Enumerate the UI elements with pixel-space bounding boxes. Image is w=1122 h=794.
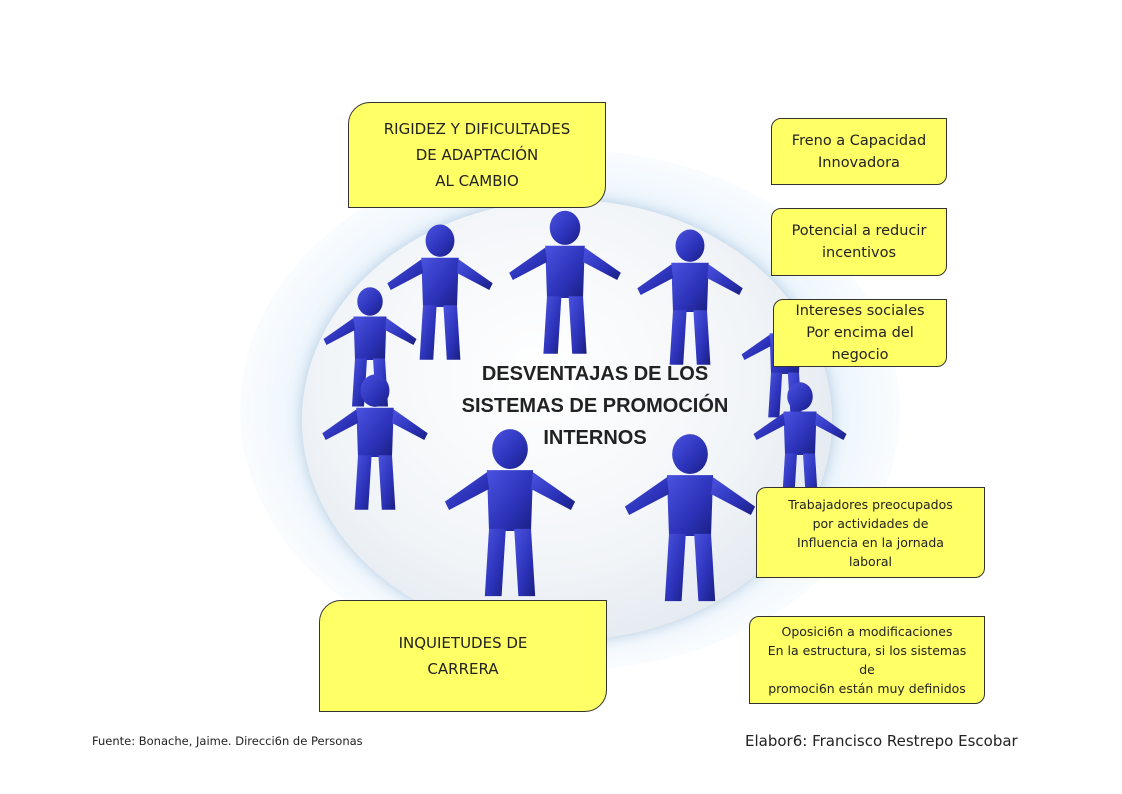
- figure-left-lower: [322, 374, 428, 510]
- figure-back-center: [509, 210, 621, 354]
- box-freno: Freno a Capacidad Innovadora: [771, 118, 947, 185]
- figure-front-left: [444, 429, 576, 597]
- box-rigidez: RIGIDEZ Y DIFICULTADES DE ADAPTACIÓN AL …: [348, 102, 606, 208]
- box-intereses: Intereses sociales Por encima del negoci…: [773, 299, 947, 367]
- source-note: Fuente: Bonache, Jaime. Direcci6n de Per…: [92, 734, 363, 748]
- figure-back-right: [637, 229, 743, 365]
- box-trabajadores: Trabajadores preocupados por actividades…: [756, 487, 985, 578]
- author-note: Elabor6: Francisco Restrepo Escobar: [745, 732, 1018, 750]
- diagram-title: DESVENTAJAS DE LOS SISTEMAS DE PROMOCIÓN…: [461, 363, 729, 449]
- box-oposicion: Oposici6n a modificaciones En la estruct…: [749, 616, 985, 704]
- box-inquietudes: INQUIETUDES DE CARRERA: [319, 600, 607, 712]
- box-potencial: Potencial a reducir incentivos: [771, 208, 947, 276]
- figure-front-right: [624, 434, 756, 602]
